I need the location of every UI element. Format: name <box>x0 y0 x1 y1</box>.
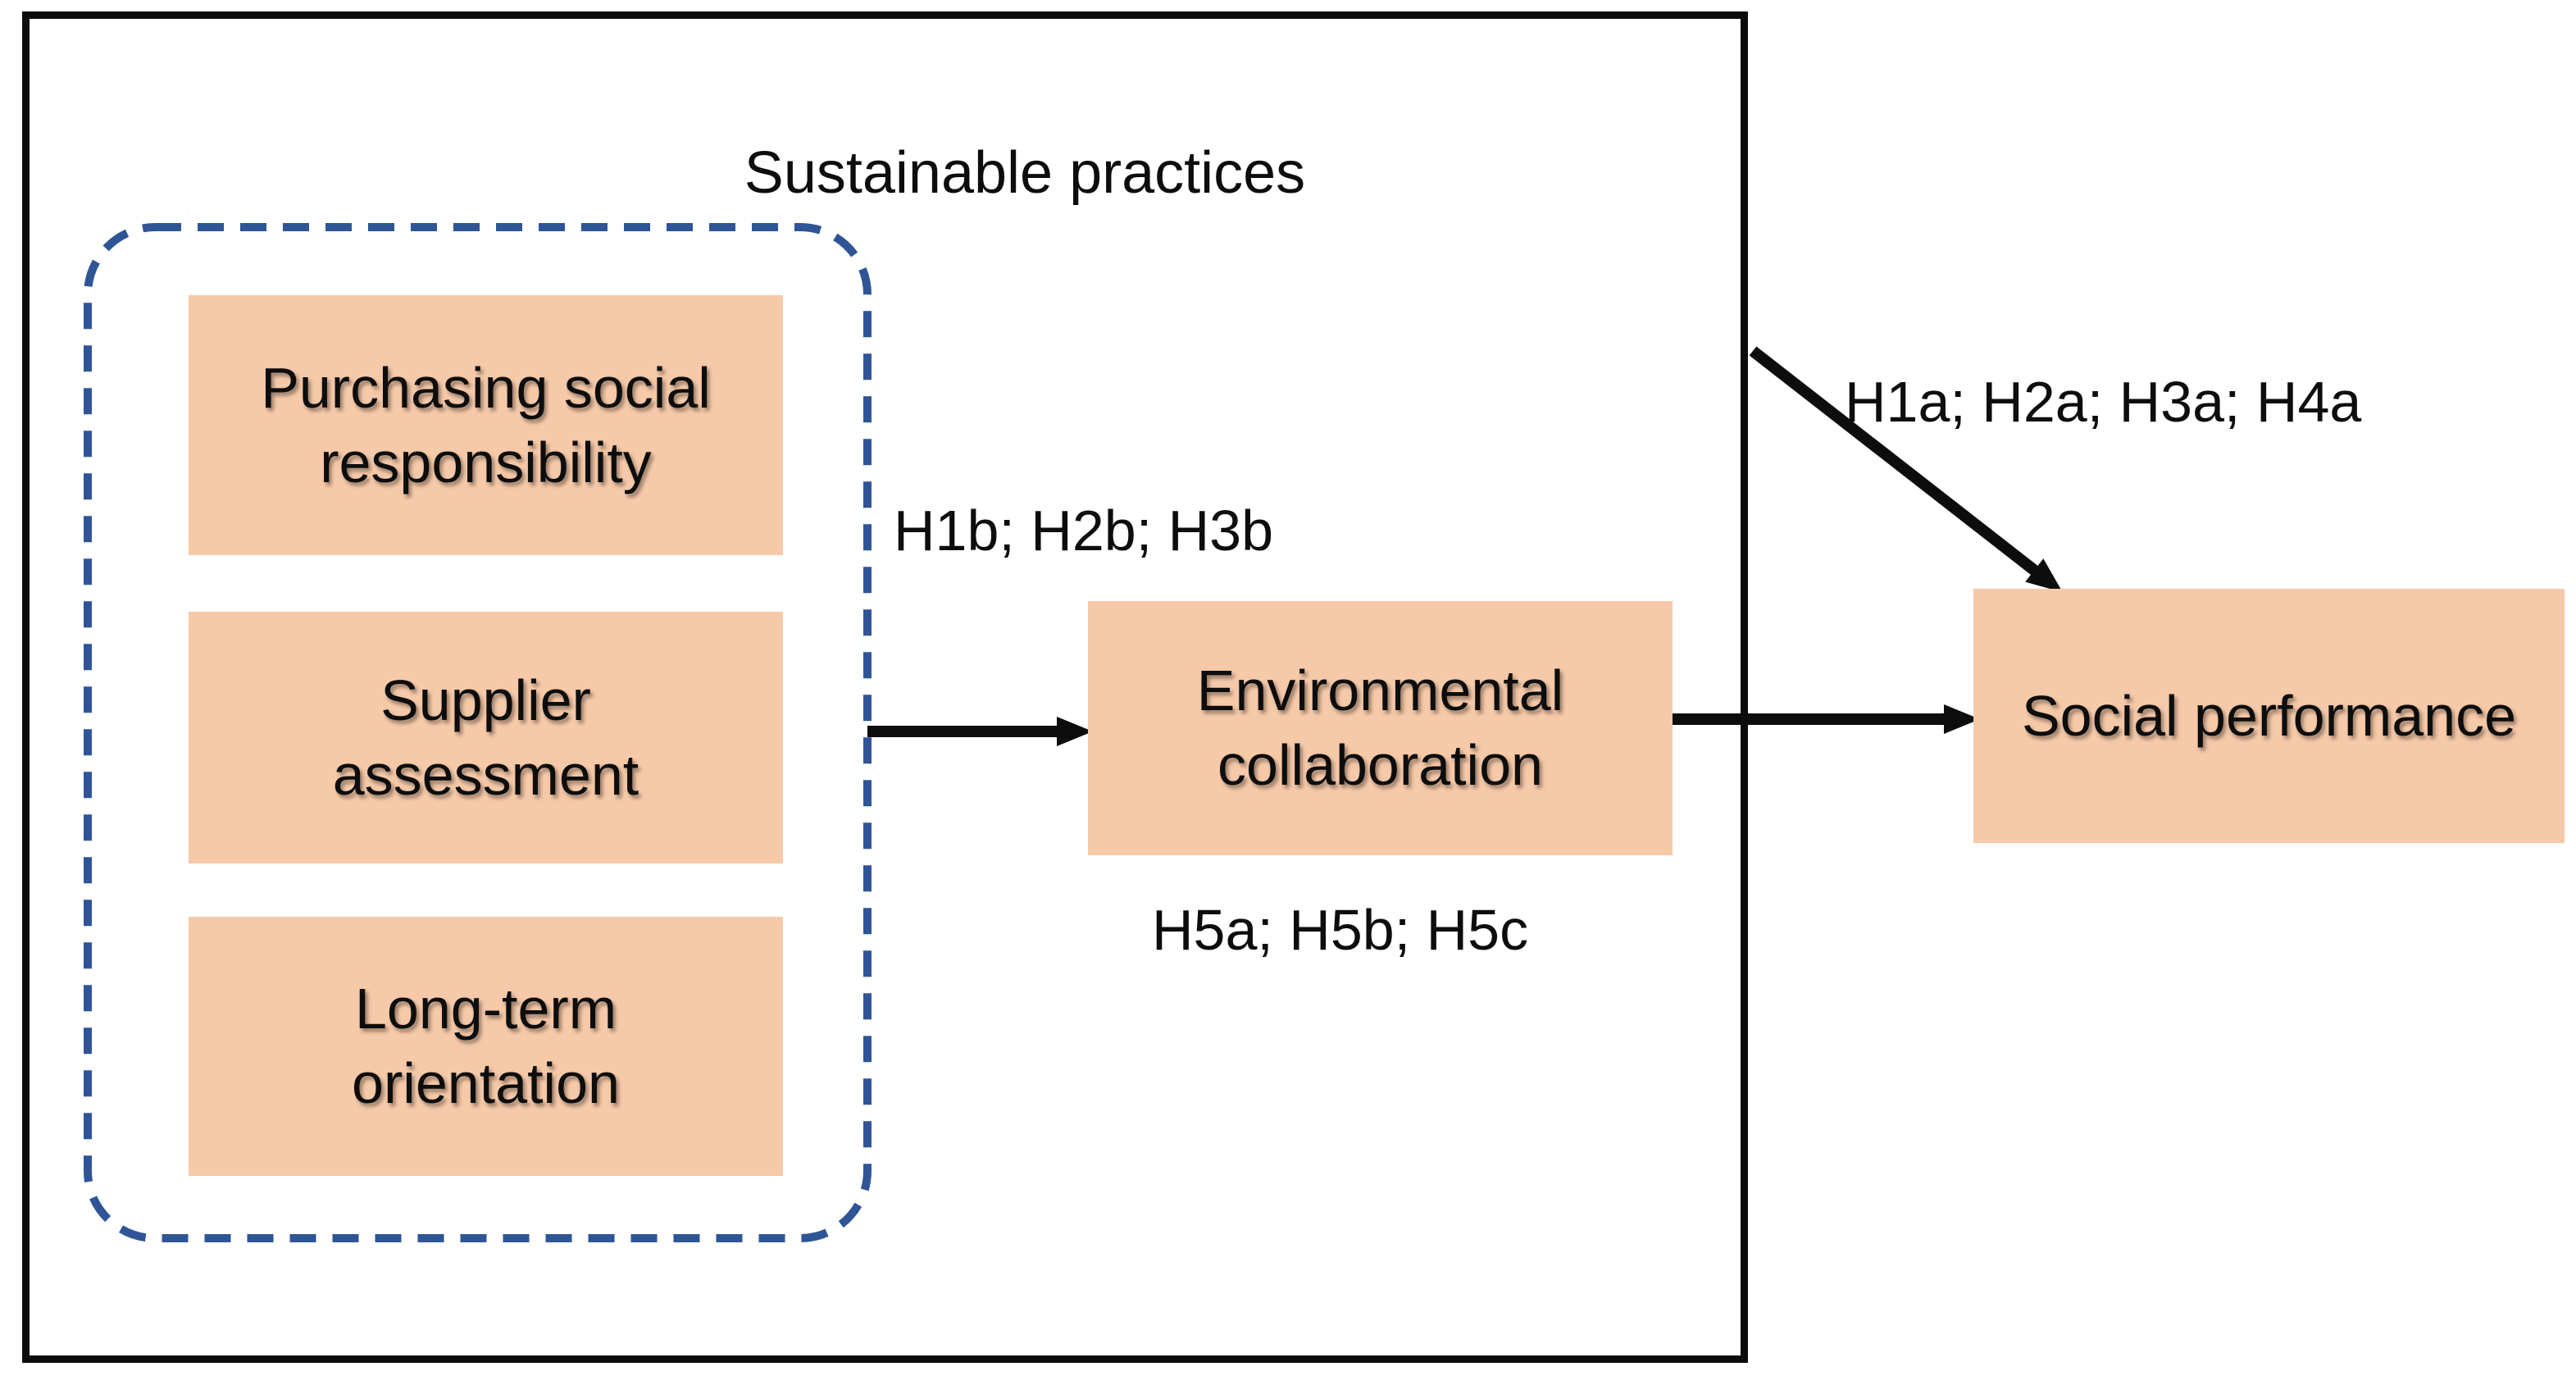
node-label: Environmental <box>1196 658 1564 722</box>
node-label: Long-term <box>354 977 617 1041</box>
node-label: collaboration <box>1217 733 1543 797</box>
node-label: assessment <box>332 742 639 807</box>
node-environmental-collaboration: Environmental collaboration <box>1088 601 1673 855</box>
hypothesis-label-h1b-h2b-h3b: H1b; H2b; H3b <box>894 499 1274 563</box>
node-label: responsibility <box>320 430 652 494</box>
node-social-performance: Social performance <box>1973 589 2565 843</box>
node-label: Supplier <box>380 667 591 732</box>
node-label: orientation <box>352 1051 620 1115</box>
diagram-title: Sustainable practices <box>744 140 1306 206</box>
node-label: Purchasing social <box>261 355 711 420</box>
node-supplier-assessment: Supplier assessment <box>189 612 783 863</box>
node-label: Social performance <box>2021 683 2517 748</box>
hypothesis-label-h1a-h2a-h3a-h4a: H1a; H2a; H3a; H4a <box>1845 370 2362 434</box>
node-purchasing-social-responsibility: Purchasing social responsibility <box>189 295 783 555</box>
node-long-term-orientation: Long-term orientation <box>189 917 783 1176</box>
hypothesis-label-h5a-h5b-h5c: H5a; H5b; H5c <box>1152 898 1529 962</box>
sustainable-practices-boundary-box <box>22 11 1748 1363</box>
